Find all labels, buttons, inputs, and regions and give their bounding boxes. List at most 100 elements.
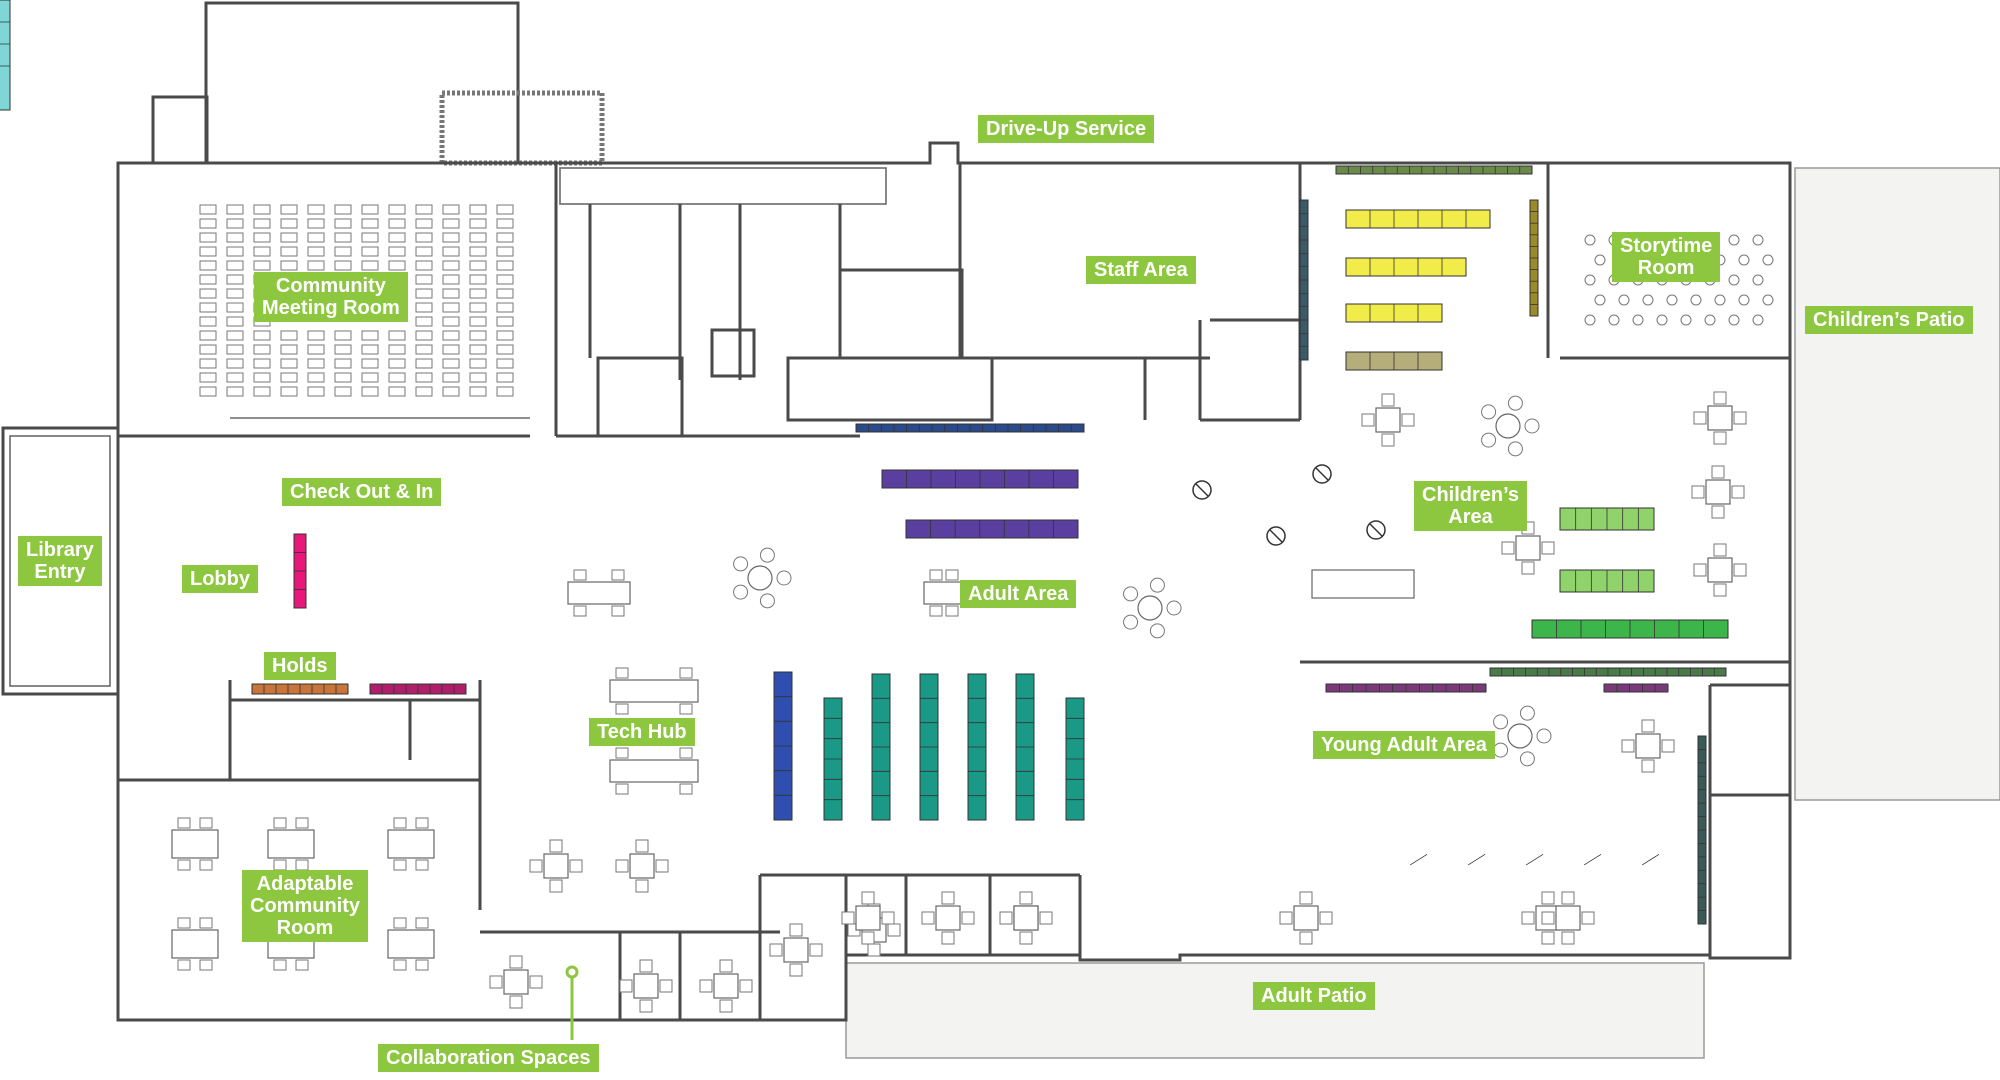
square-table xyxy=(1515,535,1541,561)
storytime-seat xyxy=(1632,314,1644,326)
adaptable-line-1: Adaptable xyxy=(256,873,354,895)
tech-hub-table-chair xyxy=(679,747,693,759)
meeting-chair xyxy=(442,358,460,369)
meeting-chair xyxy=(253,218,271,229)
adaptable-table-chair xyxy=(273,817,287,829)
square-table-chair xyxy=(1019,931,1033,945)
collab-table-chair xyxy=(509,955,523,969)
collab-table-chair xyxy=(639,999,653,1013)
round-table-chair xyxy=(1507,395,1523,411)
tech-hub-table-chair xyxy=(615,783,629,795)
meeting-chair xyxy=(496,288,514,299)
drive-up-service-label: Drive-Up Service xyxy=(978,115,1155,143)
meeting-chair xyxy=(253,246,271,257)
tech-hub-label: Tech Hub xyxy=(589,718,695,746)
square-table-chair xyxy=(1641,759,1655,773)
meeting-chair xyxy=(442,288,460,299)
lobby-label: Lobby xyxy=(182,565,258,593)
square-table-chair xyxy=(1541,911,1555,925)
meeting-chair xyxy=(226,372,244,383)
square-table-chair xyxy=(549,839,563,853)
square-table-chair xyxy=(655,859,669,873)
adult-table-chair xyxy=(929,569,943,581)
round-table xyxy=(1495,413,1521,439)
meeting-chair xyxy=(226,316,244,327)
meeting-chair xyxy=(253,386,271,397)
adaptable-table xyxy=(387,929,435,959)
meeting-chair xyxy=(199,204,217,215)
meeting-chair xyxy=(226,344,244,355)
meeting-chair xyxy=(469,232,487,243)
square-table xyxy=(1375,407,1401,433)
tech-hub-table-chair xyxy=(679,703,693,715)
square-table xyxy=(1707,557,1733,583)
storytime-seat xyxy=(1728,274,1740,286)
meeting-chair xyxy=(496,316,514,327)
meeting-chair xyxy=(199,372,217,383)
meeting-chair xyxy=(334,260,352,271)
meeting-chair xyxy=(253,344,271,355)
ya-shelf xyxy=(1409,853,1428,866)
meeting-chair xyxy=(199,218,217,229)
square-table-chair xyxy=(1521,911,1535,925)
childrens-shelf-yellow xyxy=(1345,257,1467,277)
meeting-chair xyxy=(496,232,514,243)
square-table-chair xyxy=(1521,561,1535,575)
tech-hub-table-chair xyxy=(615,747,629,759)
adult-patio-label: Adult Patio xyxy=(1253,982,1375,1010)
holds-label: Holds xyxy=(264,652,336,680)
square-table-chair xyxy=(615,859,629,873)
meeting-chair xyxy=(415,218,433,229)
meeting-chair xyxy=(469,274,487,285)
storytime-seat xyxy=(1608,314,1620,326)
meeting-chair xyxy=(334,232,352,243)
meeting-chair xyxy=(442,204,460,215)
round-table-chair xyxy=(1149,623,1165,639)
meeting-chair xyxy=(442,302,460,313)
meeting-chair xyxy=(415,316,433,327)
collab-table-chair xyxy=(489,975,503,989)
check-out-label: Check Out & In xyxy=(282,478,442,506)
adaptable-line-3: Room xyxy=(276,917,334,939)
storytime-seat xyxy=(1704,314,1716,326)
meeting-chair xyxy=(469,330,487,341)
round-table-chair xyxy=(1493,714,1509,730)
meeting-chair xyxy=(307,204,325,215)
meeting-chair xyxy=(469,288,487,299)
meeting-chair xyxy=(415,204,433,215)
meeting-chair xyxy=(442,274,460,285)
square-table-chair xyxy=(1039,911,1053,925)
collab-table xyxy=(713,973,739,999)
square-table-chair xyxy=(1019,891,1033,905)
collaboration-pointer-dot xyxy=(565,965,579,979)
collab-table-chair xyxy=(789,923,803,937)
shelving xyxy=(0,0,1729,925)
childrens-area-label: Children’s Area xyxy=(1414,481,1528,531)
square-table xyxy=(1013,905,1039,931)
meeting-chair xyxy=(334,204,352,215)
tech-hub-table xyxy=(609,759,699,783)
meeting-chair xyxy=(226,302,244,313)
meeting-chair xyxy=(226,218,244,229)
meeting-chair xyxy=(469,372,487,383)
adaptable-community-room-label: Adaptable Community Room xyxy=(242,870,368,942)
meeting-chair xyxy=(469,302,487,313)
meeting-chair xyxy=(442,218,460,229)
storytime-seat xyxy=(1752,314,1764,326)
storytime-seat xyxy=(1584,234,1596,246)
square-table-chair xyxy=(1661,739,1675,753)
square-table-chair xyxy=(1711,465,1725,479)
square-table-chair xyxy=(1733,411,1747,425)
square-table-chair xyxy=(941,931,955,945)
round-table-chair xyxy=(1524,418,1540,434)
round-table-chair xyxy=(776,570,792,586)
round-table xyxy=(1137,595,1163,621)
collab-table-chair xyxy=(619,979,633,993)
square-table-chair xyxy=(1541,931,1555,945)
meeting-chair xyxy=(469,316,487,327)
meeting-chair xyxy=(388,246,406,257)
meeting-chair xyxy=(307,218,325,229)
meeting-chair xyxy=(388,344,406,355)
meeting-chair xyxy=(334,344,352,355)
column-mark xyxy=(1315,467,1329,481)
